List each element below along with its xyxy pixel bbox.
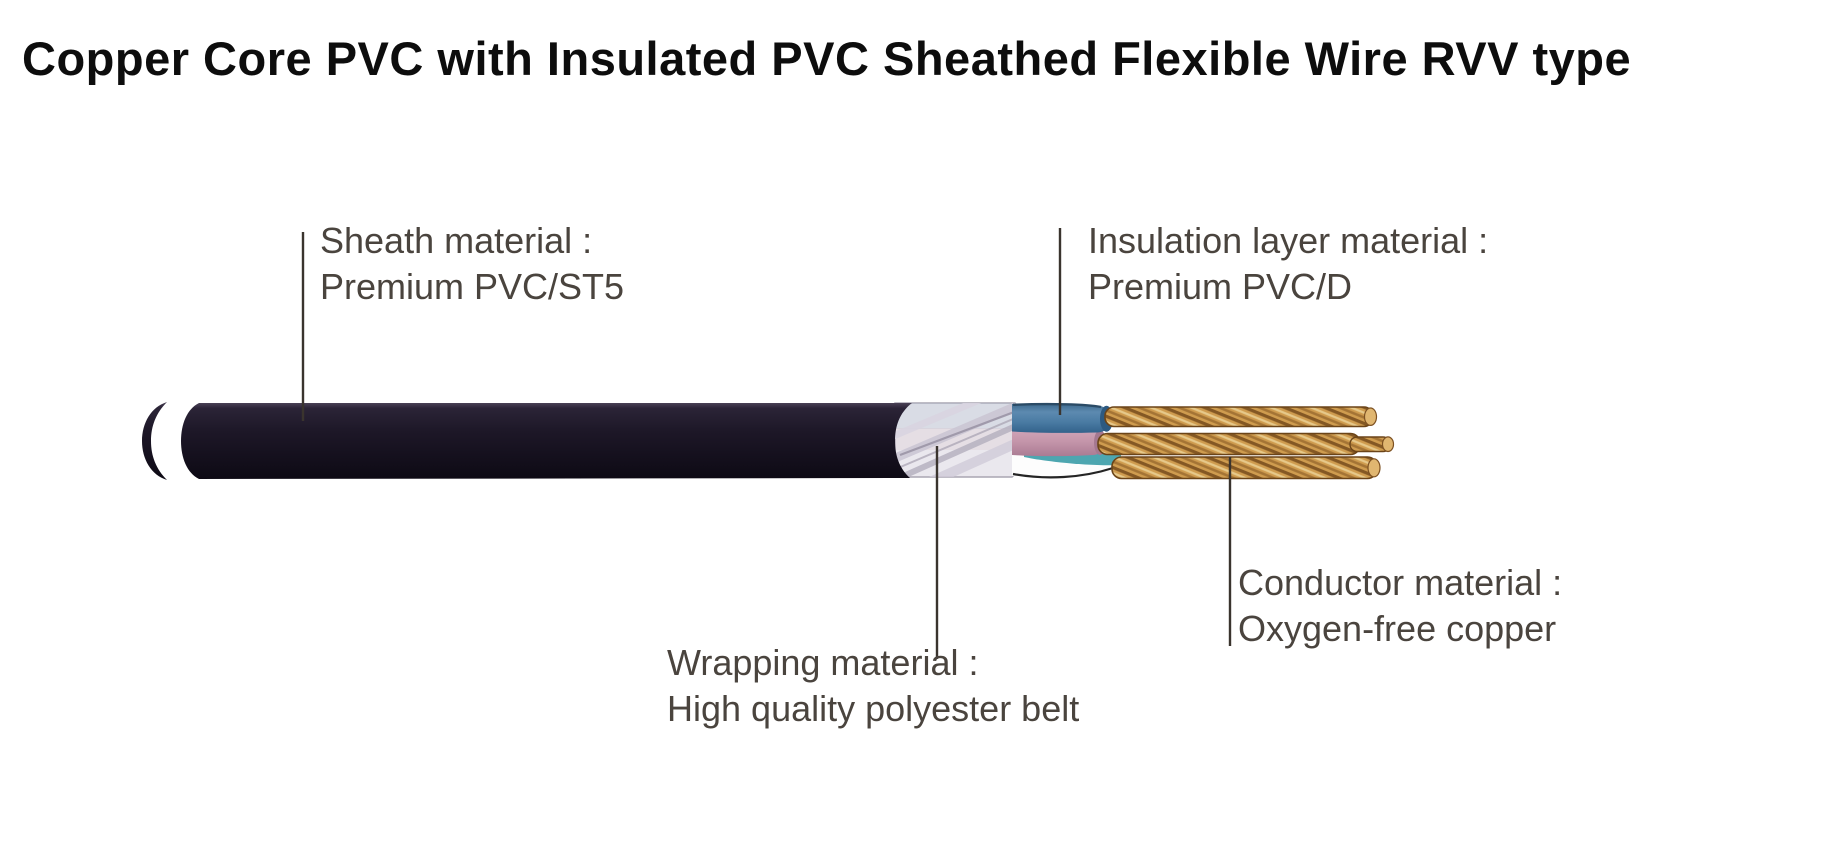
sheath-label-line2: Premium PVC/ST5	[320, 266, 625, 307]
conductor-middle	[1097, 432, 1395, 456]
page-title: Copper Core PVC with Insulated PVC Sheat…	[22, 32, 1632, 85]
wire-blue	[1012, 402, 1113, 433]
wrapping-label-line2: High quality polyester belt	[667, 688, 1080, 729]
wrapping-label-line1: Wrapping material :	[667, 642, 979, 683]
cable-sheath	[181, 403, 912, 479]
sheath-label-line1: Sheath material :	[320, 220, 593, 261]
insulation-label-line2: Premium PVC/D	[1088, 266, 1353, 307]
wrapping-label: Wrapping material : High quality polyest…	[667, 640, 1079, 732]
conductor-top	[1104, 406, 1378, 428]
conductor-bottom	[1111, 456, 1381, 480]
insulation-label: Insulation layer material : Premium PVC/…	[1088, 218, 1488, 310]
conductor-label-line2: Oxygen-free copper	[1238, 608, 1557, 649]
sheath-label: Sheath material : Premium PVC/ST5	[320, 218, 624, 310]
conductor-label: Conductor material : Oxygen-free copper	[1238, 560, 1562, 652]
conductor-label-line1: Conductor material :	[1238, 562, 1563, 603]
sheath-end-ring	[142, 402, 167, 480]
insulation-label-line1: Insulation layer material :	[1088, 220, 1489, 261]
